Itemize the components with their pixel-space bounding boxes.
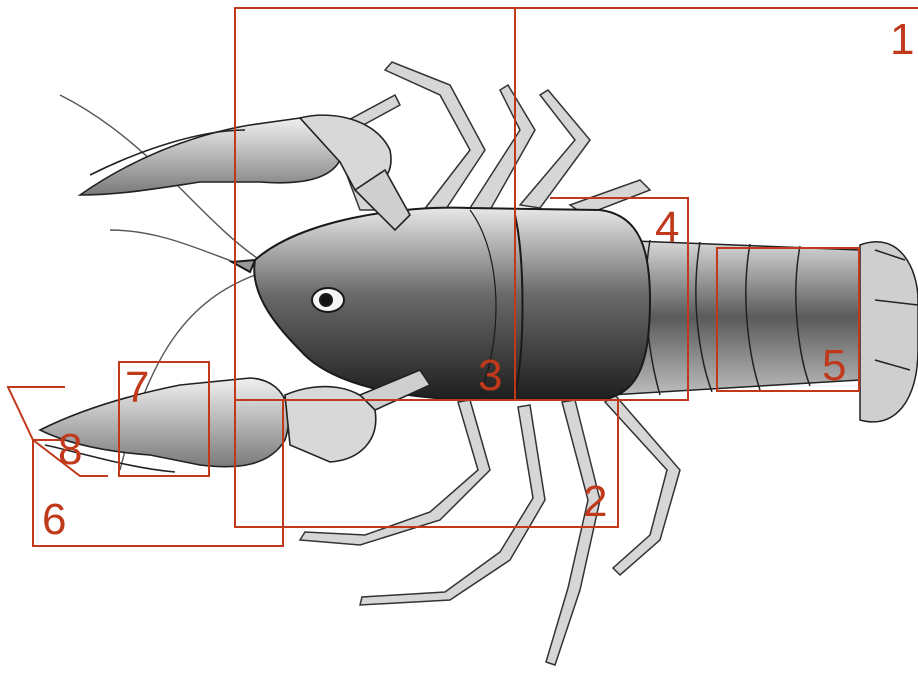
label-2: 2 xyxy=(583,480,607,524)
label-1: 1 xyxy=(890,18,914,62)
label-8: 8 xyxy=(58,428,82,472)
label-3: 3 xyxy=(478,354,502,398)
label-5: 5 xyxy=(822,344,846,388)
carapace xyxy=(232,208,650,400)
label-7: 7 xyxy=(125,366,149,410)
label-6: 6 xyxy=(42,498,66,542)
upper-claw xyxy=(80,115,410,230)
label-4: 4 xyxy=(655,206,679,250)
tail xyxy=(610,240,918,422)
